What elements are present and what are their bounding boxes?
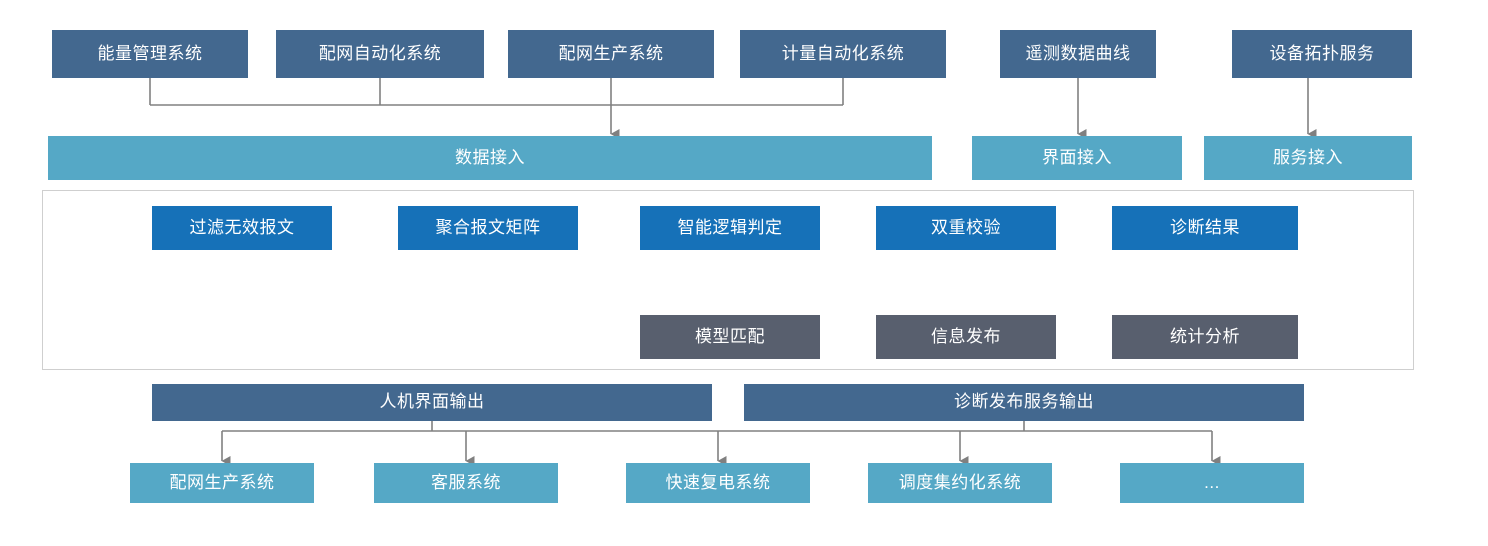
source-node-label: 计量自动化系统 <box>781 43 905 63</box>
process-node-label: 聚合报文矩阵 <box>435 217 541 237</box>
access-node-label: 界面接入 <box>1042 147 1112 167</box>
access-node-1[interactable]: 界面接入 <box>972 136 1182 180</box>
process-node-1[interactable]: 聚合报文矩阵 <box>398 206 578 250</box>
process-node-3[interactable]: 双重校验 <box>876 206 1056 250</box>
consumer-node-4[interactable]: ... <box>1120 463 1304 503</box>
analysis-node-2[interactable]: 统计分析 <box>1112 315 1298 359</box>
analysis-node-label: 统计分析 <box>1170 326 1240 346</box>
consumer-node-3[interactable]: 调度集约化系统 <box>868 463 1052 503</box>
output-bar-label: 诊断发布服务输出 <box>954 392 1094 412</box>
source-node-label: 配网生产系统 <box>558 43 664 63</box>
analysis-node-label: 模型匹配 <box>695 326 765 346</box>
source-node-1[interactable]: 配网自动化系统 <box>276 30 484 78</box>
source-node-3[interactable]: 计量自动化系统 <box>740 30 946 78</box>
source-node-0[interactable]: 能量管理系统 <box>52 30 248 78</box>
process-node-label: 智能逻辑判定 <box>677 217 783 237</box>
consumer-node-label: 调度集约化系统 <box>898 472 1022 492</box>
consumer-node-label: 快速复电系统 <box>665 472 771 492</box>
process-node-label: 诊断结果 <box>1170 217 1240 237</box>
process-node-4[interactable]: 诊断结果 <box>1112 206 1298 250</box>
output-bar-0[interactable]: 人机界面输出 <box>152 384 712 421</box>
process-node-label: 双重校验 <box>931 217 1001 237</box>
consumer-node-label: ... <box>1204 472 1220 492</box>
access-node-label: 服务接入 <box>1273 147 1343 167</box>
process-node-2[interactable]: 智能逻辑判定 <box>640 206 820 250</box>
access-node-label: 数据接入 <box>455 147 525 167</box>
analysis-node-0[interactable]: 模型匹配 <box>640 315 820 359</box>
output-bar-label: 人机界面输出 <box>379 392 485 412</box>
source-node-4[interactable]: 遥测数据曲线 <box>1000 30 1156 78</box>
source-node-label: 配网自动化系统 <box>318 43 442 63</box>
access-node-0[interactable]: 数据接入 <box>48 136 932 180</box>
consumer-node-label: 配网生产系统 <box>169 472 275 492</box>
consumer-node-1[interactable]: 客服系统 <box>374 463 558 503</box>
access-node-2[interactable]: 服务接入 <box>1204 136 1412 180</box>
consumer-node-2[interactable]: 快速复电系统 <box>626 463 810 503</box>
consumer-node-label: 客服系统 <box>431 472 501 492</box>
source-node-label: 能量管理系统 <box>97 43 203 63</box>
process-node-0[interactable]: 过滤无效报文 <box>152 206 332 250</box>
analysis-node-1[interactable]: 信息发布 <box>876 315 1056 359</box>
consumer-node-0[interactable]: 配网生产系统 <box>130 463 314 503</box>
output-bar-1[interactable]: 诊断发布服务输出 <box>744 384 1304 421</box>
source-node-label: 设备拓扑服务 <box>1269 43 1375 63</box>
source-node-2[interactable]: 配网生产系统 <box>508 30 714 78</box>
analysis-node-label: 信息发布 <box>931 326 1001 346</box>
source-node-5[interactable]: 设备拓扑服务 <box>1232 30 1412 78</box>
source-node-label: 遥测数据曲线 <box>1025 43 1131 63</box>
process-node-label: 过滤无效报文 <box>189 217 295 237</box>
